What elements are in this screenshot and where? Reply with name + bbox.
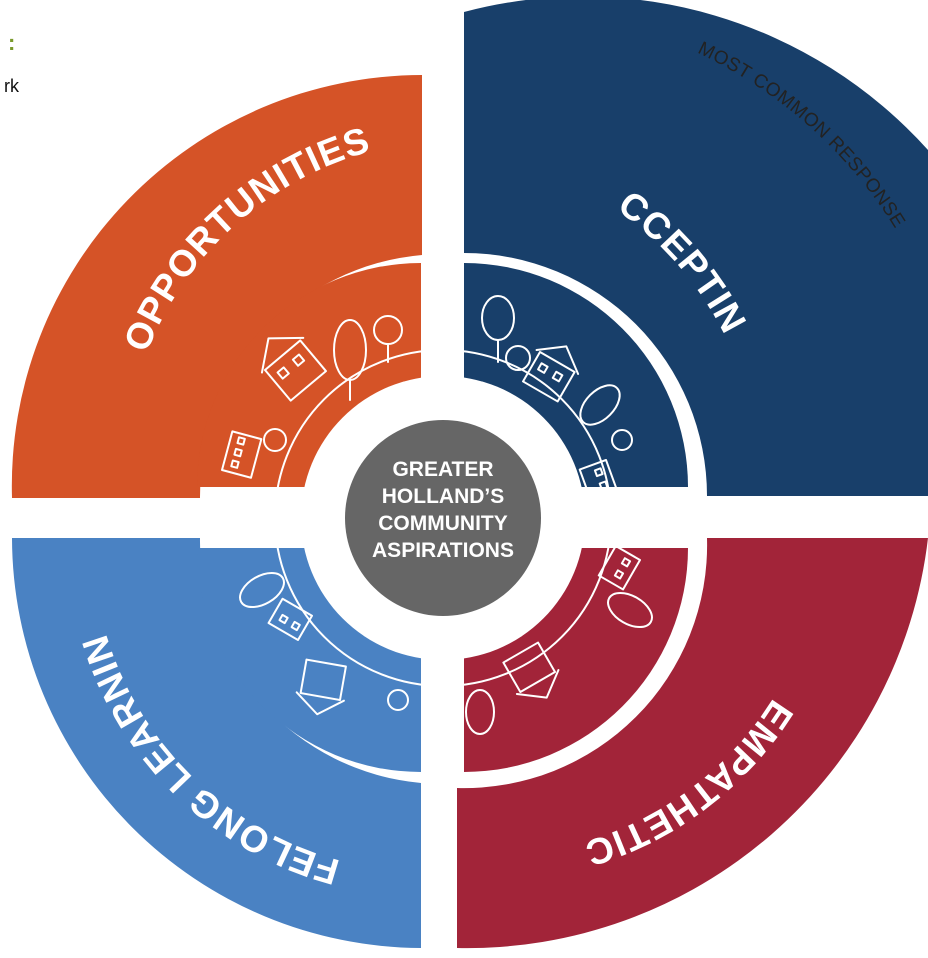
tree-sketch-icon — [465, 689, 495, 735]
house-sketch-icon — [260, 336, 327, 402]
segment-empathetic — [457, 538, 928, 949]
building-sketch-icon — [597, 545, 641, 591]
tree-sketch-icon — [611, 429, 633, 451]
house-sketch-icon — [502, 641, 560, 699]
tree-sketch-icon — [263, 428, 287, 452]
tree-sketch-icon — [607, 591, 653, 629]
center-title-line-1: GREATER — [392, 458, 493, 481]
edge-text-fragment: rk — [4, 76, 20, 96]
center-title-line-2: HOLLAND’S — [382, 485, 505, 508]
segment-accepting — [464, 0, 928, 496]
building-sketch-icon — [267, 597, 313, 641]
house-sketch-icon — [522, 345, 580, 403]
edge-accent-fragment: : — [8, 30, 15, 55]
center-circle — [345, 420, 541, 616]
building-sketch-icon — [578, 459, 619, 503]
tree-sketch-icon — [373, 315, 403, 363]
tree-sketch-icon — [481, 295, 515, 363]
tree-sketch-icon — [387, 689, 409, 711]
center-title-line-4: ASPIRATIONS — [372, 539, 514, 562]
village-ground-ring — [274, 349, 612, 687]
segment-opportunities — [11, 75, 423, 498]
house-sketch-icon — [295, 658, 347, 716]
segment-lifelong-learning — [12, 538, 421, 948]
tree-sketch-icon — [579, 384, 621, 426]
center-title-line-3: COMMUNITY — [378, 512, 508, 535]
tree-sketch-icon — [333, 319, 367, 401]
building-sketch-icon — [221, 430, 263, 479]
tree-sketch-icon — [239, 571, 285, 609]
tree-sketch-icon — [505, 345, 531, 371]
